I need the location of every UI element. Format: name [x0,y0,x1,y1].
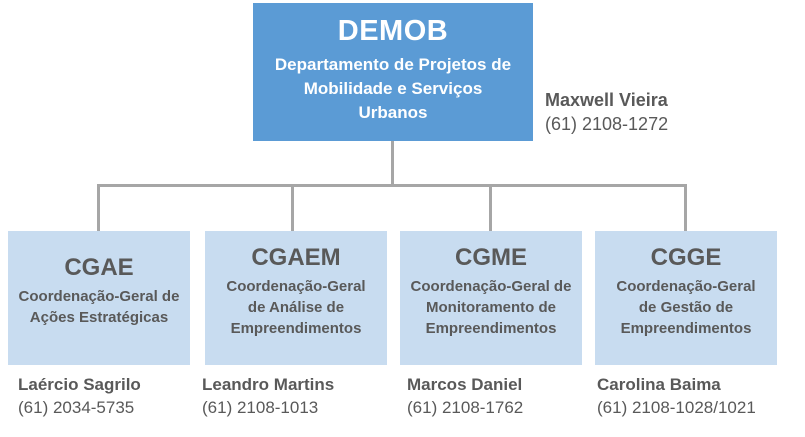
unit-box-cgaem: CGAEM Coordenação-Geral de Análise de Em… [205,231,387,365]
root-manager: Maxwell Vieira (61) 2108-1272 [545,88,668,137]
unit-contact-cgae: Laércio Sagrilo (61) 2034-5735 [18,374,141,420]
root-unit-box: DEMOB Departamento de Projetos de Mobili… [253,3,533,141]
unit-acronym: CGAEM [251,243,341,271]
unit-name: Coordenação-Geral de Monitoramento de Em… [410,277,572,337]
connector-drop-cgme [489,186,492,231]
contact-name: Laércio Sagrilo [18,375,141,394]
contact-name: Carolina Baima [597,375,721,394]
connector-drop-cgae [97,186,100,231]
unit-box-cgae: CGAE Coordenação-Geral de Ações Estratég… [8,231,190,365]
contact-phone: (61) 2108-1762 [407,398,524,417]
connector-drop-cgge [684,186,687,231]
contact-name: Marcos Daniel [407,375,523,394]
unit-acronym: CGAE [64,254,134,281]
unit-box-cgme: CGME Coordenação-Geral de Monitoramento … [400,231,582,365]
root-unit-acronym: DEMOB [337,15,449,47]
unit-name: Coordenação-Geral de Gestão de Empreendi… [616,277,756,337]
unit-contact-cgaem: Leandro Martins (61) 2108-1013 [202,374,334,420]
unit-name: Coordenação-Geral de Análise de Empreend… [226,277,366,337]
root-manager-phone: (61) 2108-1272 [545,114,669,134]
root-unit-name: Departamento de Projetos de Mobilidade e… [274,55,512,122]
contact-phone: (61) 2108-1028/1021 [597,398,756,417]
connector-horizontal [97,184,687,187]
unit-acronym: CGME [455,243,527,271]
connector-root-vertical [391,141,394,186]
unit-box-cgge: CGGE Coordenação-Geral de Gestão de Empr… [595,231,777,365]
unit-contact-cgge: Carolina Baima (61) 2108-1028/1021 [597,374,756,420]
contact-phone: (61) 2034-5735 [18,398,135,417]
unit-contact-cgme: Marcos Daniel (61) 2108-1762 [407,374,523,420]
unit-name: Coordenação-Geral de Ações Estratégicas [18,288,180,326]
connector-drop-cgaem [291,186,294,231]
root-manager-name: Maxwell Vieira [545,90,668,110]
contact-name: Leandro Martins [202,375,335,394]
contact-phone: (61) 2108-1013 [202,398,319,417]
unit-acronym: CGGE [650,243,722,271]
